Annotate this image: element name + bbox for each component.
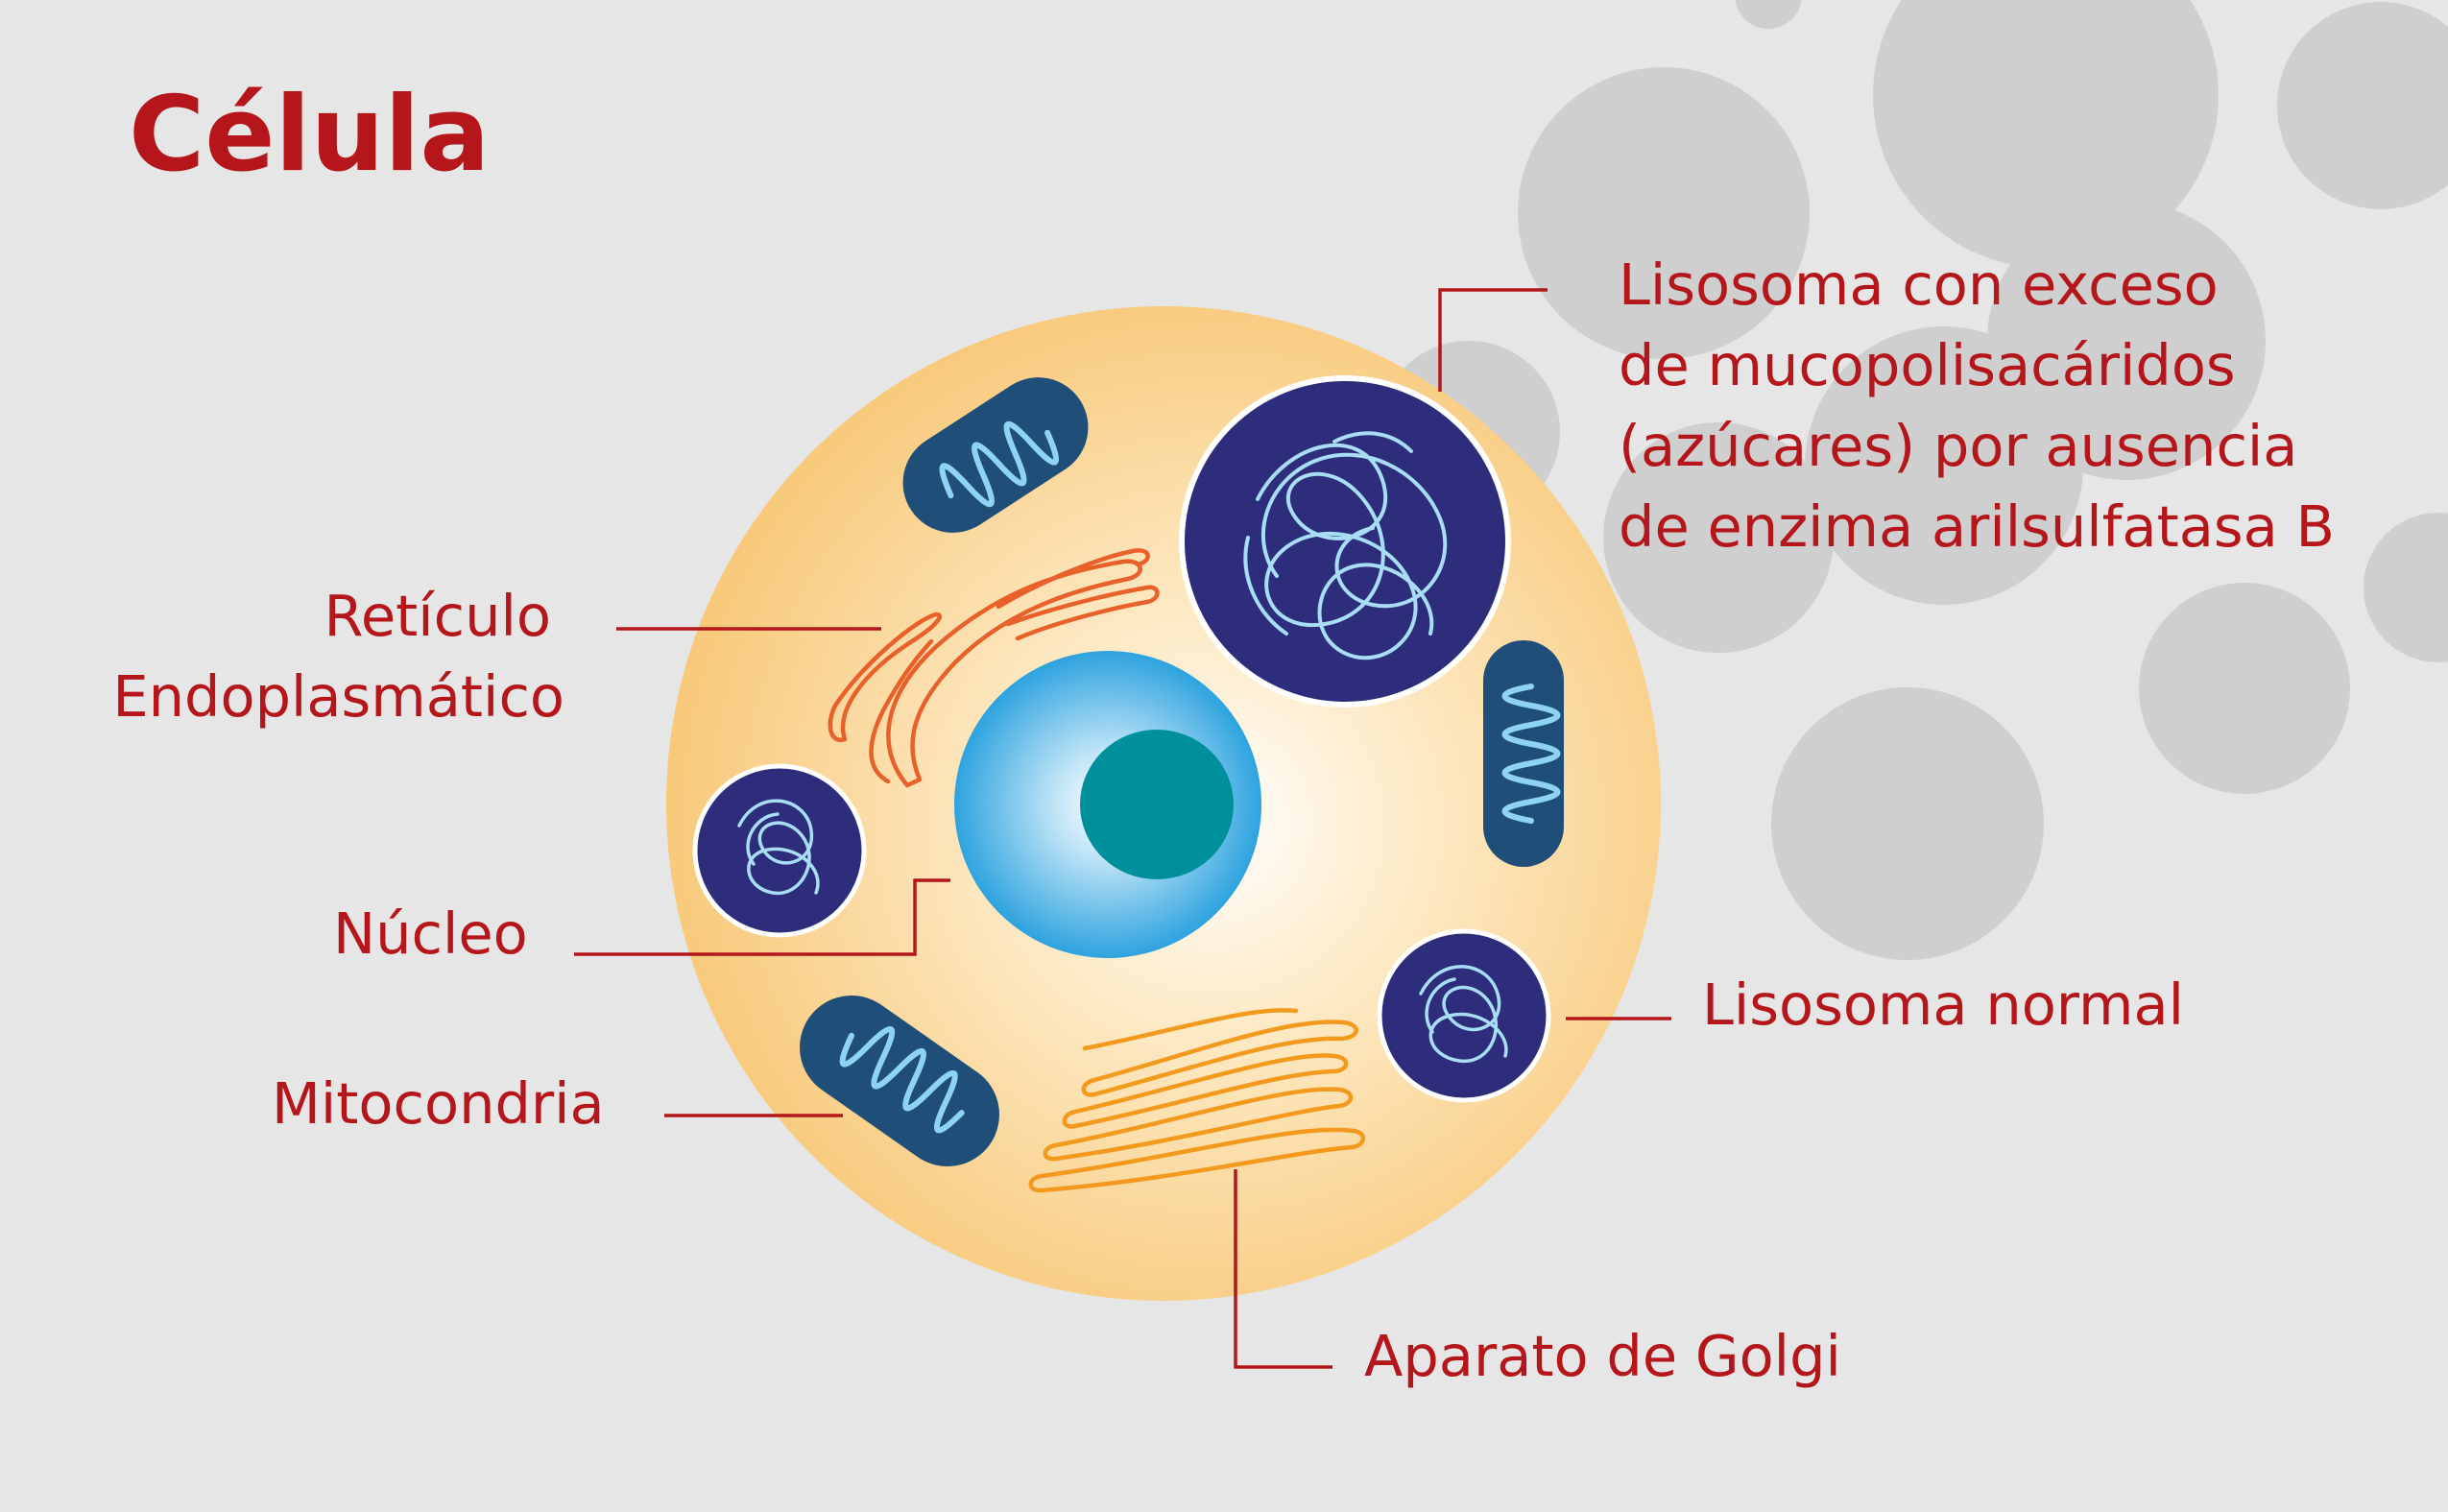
nucleus	[954, 651, 1261, 958]
mitochondrion-bottom	[800, 996, 999, 1166]
golgi-apparatus	[1028, 1008, 1366, 1193]
leader-line-nucleo	[574, 878, 950, 956]
nucleolus	[1080, 730, 1234, 879]
mitochondrion-right	[1483, 640, 1564, 867]
label-lisosoma-normal: Lisosoma normal	[1702, 972, 2185, 1038]
leader-line-golgi	[1234, 1169, 1332, 1369]
label-aparato-golgi: Aparato de Golgi	[1364, 1323, 1841, 1389]
label-reticulo-endoplasmatico: Retículo Endoplasmático	[96, 576, 564, 737]
endoplasmic-reticulum	[828, 548, 1160, 788]
label-mitocondria: Mitocondria	[272, 1070, 605, 1137]
label-reticulo-line2: Endoplasmático	[112, 663, 564, 730]
page-title: Célula	[129, 75, 491, 195]
label-lisosoma-exceso-line3: (azúcares) por ausencia	[1619, 413, 2298, 479]
label-lisosoma-exceso-line2: de mucopolisacáridos	[1619, 332, 2236, 398]
mitochondrion-top	[902, 377, 1089, 533]
label-reticulo-line1: Retículo	[324, 583, 552, 649]
leader-line-lisosoma-exceso	[1438, 288, 1548, 392]
label-lisosoma-exceso-line1: Lisosoma con exceso	[1619, 252, 2219, 318]
label-lisosoma-exceso: Lisosoma con exceso de mucopolisacáridos…	[1619, 245, 2335, 567]
leader-lines	[574, 288, 1671, 1369]
label-lisosoma-exceso-line4: de enzima arilsulfatasa B	[1619, 493, 2335, 560]
lysosome-large	[1179, 375, 1511, 708]
lysosome-left	[692, 763, 867, 938]
lysosome-normal	[1377, 928, 1551, 1103]
label-nucleo: Núcleo	[333, 900, 528, 967]
